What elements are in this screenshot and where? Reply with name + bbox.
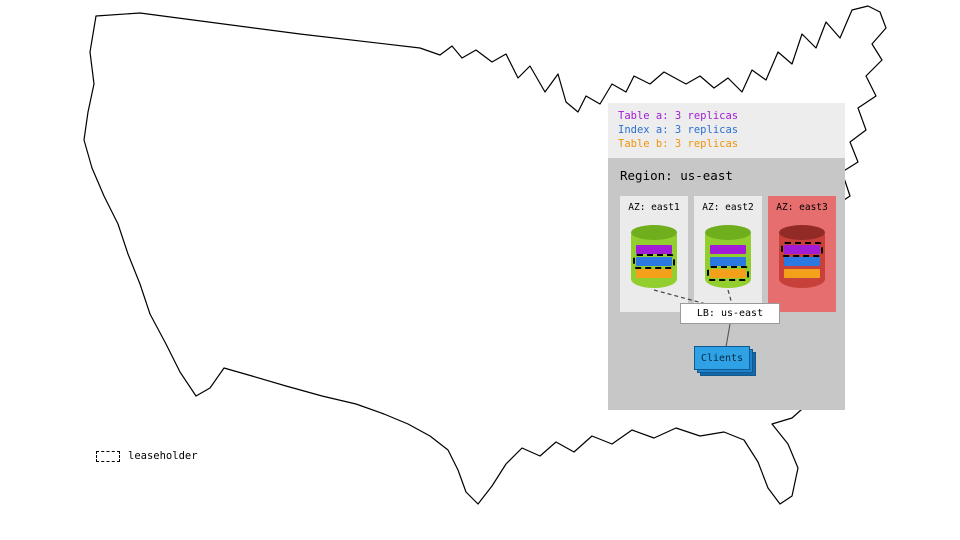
load-balancer-box: LB: us-east xyxy=(680,303,780,324)
replica-bar-index-a xyxy=(784,257,820,266)
region-panel: Region: us-east AZ: east1 AZ: east2 AZ: … xyxy=(608,158,845,410)
leaseholder-swatch-icon xyxy=(96,450,120,462)
summary-index-a: Index a: 3 replicas xyxy=(618,124,739,136)
clients-stack: Clients xyxy=(694,346,758,378)
az-box-east2: AZ: east2 xyxy=(694,196,762,312)
replica-bar-index-a xyxy=(710,257,746,266)
az-label-east1: AZ: east1 xyxy=(628,202,680,213)
replica-bar-table-b xyxy=(636,269,672,278)
summary-table-a: Table a: 3 replicas xyxy=(618,110,739,122)
clients-label: Clients xyxy=(700,352,744,364)
database-cylinder-east3-down xyxy=(779,225,825,288)
database-cylinder-east1 xyxy=(631,225,677,288)
leaseholder-legend-label: leaseholder xyxy=(128,450,198,462)
az-box-east3-down: AZ: east3 xyxy=(768,196,836,312)
replica-bar-table-a xyxy=(710,245,746,254)
az-label-east3: AZ: east3 xyxy=(776,202,828,213)
summary-table-b: Table b: 3 replicas xyxy=(618,138,739,150)
leaseholder-legend: leaseholder xyxy=(96,450,198,462)
replica-bar-table-b-leaseholder xyxy=(707,266,749,281)
database-cylinder-east2 xyxy=(705,225,751,288)
replica-summary-panel: Table a: 3 replicas Index a: 3 replicas … xyxy=(608,103,845,158)
replica-bar-table-a xyxy=(636,245,672,254)
region-title: Region: us-east xyxy=(620,168,733,183)
az-box-east1: AZ: east1 xyxy=(620,196,688,312)
az-label-east2: AZ: east2 xyxy=(702,202,754,213)
clients-box: Clients xyxy=(694,346,750,370)
replica-bar-table-a-leaseholder xyxy=(781,242,823,257)
replica-bar-index-a-leaseholder xyxy=(633,254,675,269)
replica-bar-table-b xyxy=(784,269,820,278)
